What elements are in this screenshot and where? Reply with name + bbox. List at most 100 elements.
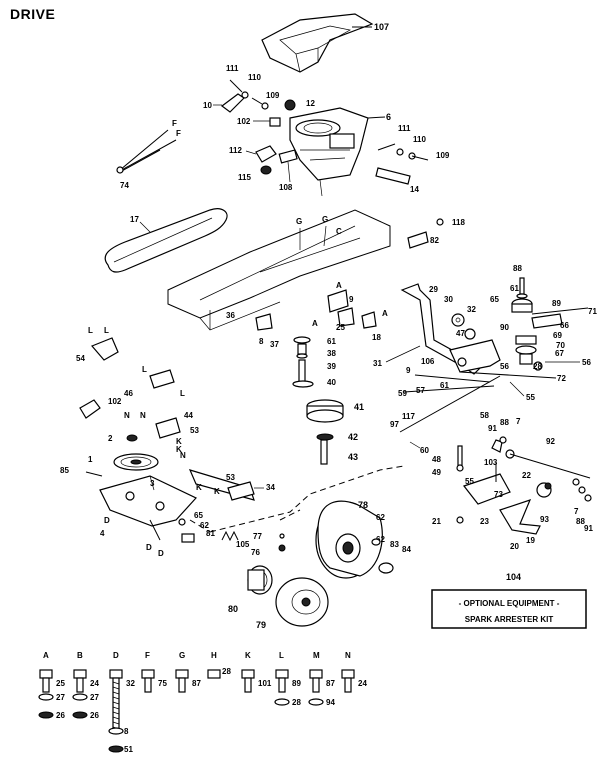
callout-81: 81 (206, 529, 215, 538)
bracket-25 (337, 307, 355, 327)
elbow-112 (255, 145, 277, 163)
hardware-washer-D-2 (108, 745, 124, 753)
callout-18: 18 (372, 333, 381, 342)
callout-21: 21 (432, 517, 441, 526)
callout-61-right: 61 (510, 284, 519, 293)
callout-77: 77 (253, 532, 262, 541)
bolt-group-upper-left (229, 79, 269, 110)
callout-67: 67 (555, 349, 564, 358)
letter-F-1: F (172, 119, 177, 128)
hardware-washer-A-2 (38, 711, 54, 719)
clip-102-upper (269, 117, 281, 127)
wheel-78 (315, 500, 383, 579)
cap-84 (378, 562, 394, 574)
letter-N-1: N (124, 411, 130, 420)
callout-88-top: 88 (513, 264, 522, 273)
callout-48: 48 (432, 455, 441, 464)
callout-62-left: 62 (200, 521, 209, 530)
callout-56-lever: 56 (500, 362, 509, 371)
callout-118: 118 (452, 218, 465, 227)
callout-1: 1 (88, 455, 93, 464)
hardware-letter-B: B (77, 651, 83, 660)
hardware-bolt-A (39, 669, 53, 679)
callout-42: 42 (348, 432, 358, 442)
hardware-part-K-0: 101 (258, 679, 272, 688)
callout-43: 43 (348, 452, 358, 462)
hardware-part-M-1: 94 (326, 698, 335, 707)
letter-A-1: A (336, 281, 342, 290)
letter-L-2: L (104, 326, 109, 335)
callout-93: 93 (540, 515, 549, 524)
rod-72 (459, 371, 557, 379)
hardware-letter-F: F (145, 651, 150, 660)
callout-39: 39 (327, 362, 336, 371)
tube-108 (278, 149, 298, 164)
callout-22: 22 (522, 471, 531, 480)
wheel-79 (275, 577, 329, 627)
hardware-part-A-2: 26 (56, 711, 65, 720)
hardware-bolt-N (341, 669, 355, 679)
hardware-bolt-B (73, 669, 87, 679)
callout-69: 69 (553, 331, 562, 340)
callout-46: 46 (124, 389, 133, 398)
letter-A-3: A (382, 309, 388, 318)
hardware-washer-D-1 (108, 727, 124, 735)
callout-72: 72 (557, 374, 566, 383)
callout-61-center: 61 (327, 337, 336, 346)
callout-111-upper: 111 (226, 64, 239, 73)
callout-28: 28 (533, 362, 542, 371)
hardware-part-N-0: 24 (358, 679, 367, 688)
callout-37: 37 (270, 340, 279, 349)
callout-4: 4 (100, 529, 105, 538)
hardware-part-B-0: 24 (90, 679, 99, 688)
letter-L-3: L (142, 365, 147, 374)
letter-K-4: K (214, 487, 220, 496)
callout-49: 49 (432, 468, 441, 477)
callout-117: 117 (402, 412, 415, 421)
letter-L-4: L (180, 389, 185, 398)
pulley-1 (113, 453, 159, 471)
hardware-part-A-0: 25 (56, 679, 65, 688)
callout-44: 44 (184, 411, 193, 420)
hardware-part-F-0: 75 (158, 679, 167, 688)
callout-102-lower: 102 (108, 397, 122, 406)
callout-20: 20 (510, 542, 519, 551)
callout-19: 19 (526, 536, 535, 545)
callout-92: 92 (546, 437, 555, 446)
hardware-letter-A: A (43, 651, 49, 660)
callout-54: 54 (76, 354, 85, 363)
bracket-54 (90, 337, 119, 361)
hardware-part-B-2: 26 (90, 711, 99, 720)
callout-106: 106 (421, 357, 435, 366)
letter-L-1: L (88, 326, 93, 335)
hardware-letter-D: D (113, 651, 119, 660)
callout-36: 36 (226, 311, 235, 320)
callout-65-lower: 65 (194, 511, 203, 520)
callout-109-right: 109 (436, 151, 450, 160)
letter-F-2: F (176, 129, 181, 138)
callout-57: 57 (416, 386, 425, 395)
callout-53-lower: 53 (226, 473, 235, 482)
callout-34: 34 (266, 483, 275, 492)
hardware-bolt-G (175, 669, 189, 679)
bracket-36 (255, 313, 273, 331)
bracket-44 (155, 417, 181, 439)
letter-D-1: D (104, 516, 110, 525)
callout-108: 108 (279, 183, 293, 192)
callout-23: 23 (480, 517, 489, 526)
bolt-118 (436, 218, 444, 226)
callout-61-lower: 61 (440, 381, 449, 390)
hardware-washer-B-2 (72, 711, 88, 719)
hardware-part-A-1: 27 (56, 693, 65, 702)
callout-80: 80 (228, 604, 238, 614)
letter-K-1: K (176, 437, 182, 446)
washer-2 (126, 434, 138, 442)
callout-89: 89 (552, 299, 561, 308)
hardware-bolt-K (241, 669, 255, 679)
optional-box-number: 104 (506, 572, 521, 582)
hardware-bolt-F (141, 669, 155, 679)
hardware-part-L-1: 28 (292, 698, 301, 707)
callout-111-right: 111 (398, 124, 411, 133)
callout-59: 59 (398, 389, 407, 398)
callout-79: 79 (256, 620, 266, 630)
